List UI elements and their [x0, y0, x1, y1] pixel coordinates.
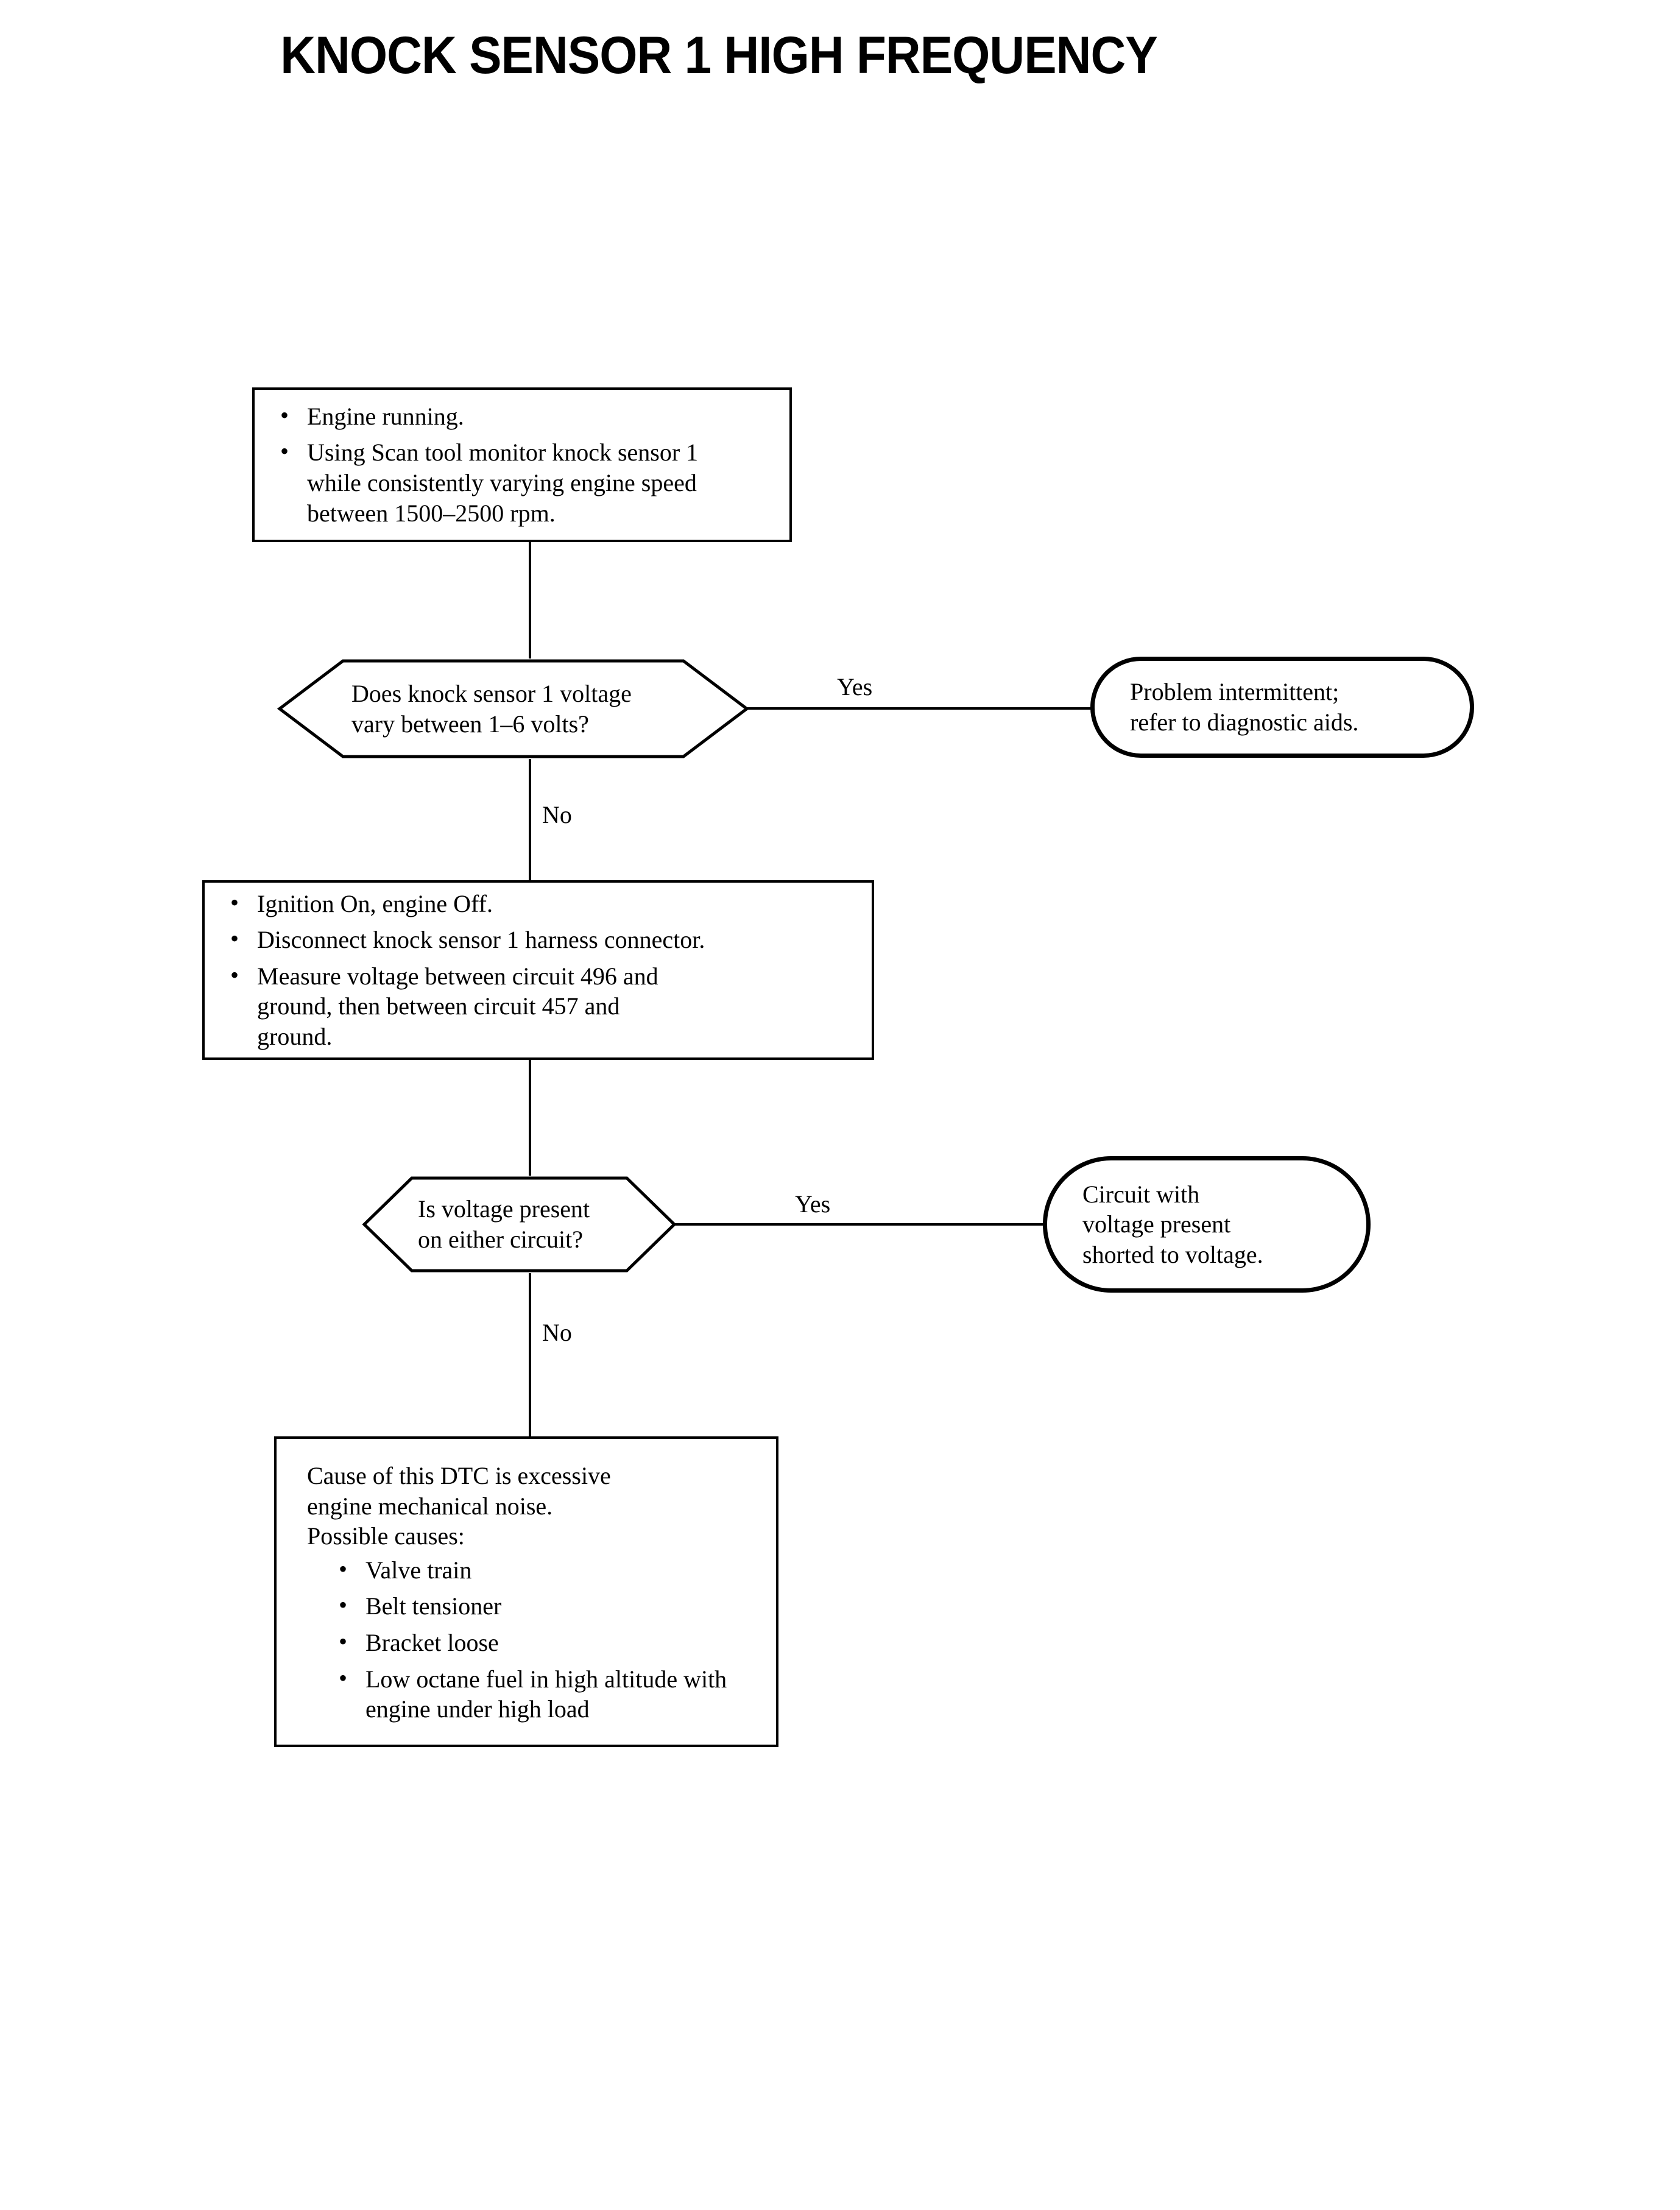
terminal2-label: Circuit with voltage present shorted to … [1047, 1179, 1278, 1270]
list-item: Using Scan tool monitor knock sensor 1 w… [273, 436, 771, 528]
decision1-line2: vary between 1–6 volts? [351, 710, 589, 738]
step1-bullet-list: Engine running. Using Scan tool monitor … [273, 400, 771, 528]
process-box-step1: Engine running. Using Scan tool monitor … [252, 387, 792, 542]
process-box-step2: Ignition On, engine Off. Disconnect knoc… [202, 880, 874, 1060]
connector-step2-to-decision2 [529, 1060, 531, 1176]
decision1-label: Does knock sensor 1 voltage vary between… [277, 679, 632, 739]
decision2-line1: Is voltage present [418, 1195, 590, 1223]
edge-label-yes-1: Yes [837, 673, 873, 701]
edge-label-no-1: No [542, 801, 572, 828]
page-title: KNOCK SENSOR 1 HIGH FREQUENCY [280, 26, 1157, 85]
connector-decision1-no [529, 759, 531, 880]
step3-intro-line2: engine mechanical noise. [307, 1492, 553, 1520]
step3-intro: Cause of this DTC is excessive engine me… [294, 1461, 759, 1552]
list-item: Bracket loose [331, 1626, 759, 1658]
terminal-shorted-to-voltage: Circuit with voltage present shorted to … [1043, 1156, 1371, 1293]
list-item: Valve train [331, 1554, 759, 1586]
decision1-line1: Does knock sensor 1 voltage [351, 679, 632, 707]
step3-cause-list: Valve train Belt tensioner Bracket loose… [294, 1554, 759, 1725]
decision2-label: Is voltage present on either circuit? [362, 1194, 590, 1254]
step3-intro-line3: Possible causes: [307, 1522, 465, 1550]
connector-step1-to-decision1 [529, 542, 531, 658]
edge-label-no-2: No [542, 1319, 572, 1346]
decision-hexagon-2: Is voltage present on either circuit? [362, 1176, 677, 1273]
step3-intro-line1: Cause of this DTC is excessive [307, 1462, 611, 1489]
step2-bullet-list: Ignition On, engine Off. Disconnect knoc… [223, 888, 853, 1052]
terminal-problem-intermittent: Problem intermittent; refer to diagnosti… [1090, 657, 1474, 758]
list-item: Belt tensioner [331, 1590, 759, 1622]
list-item: Measure voltage between circuit 496 and … [223, 960, 853, 1052]
terminal2-line3: shorted to voltage. [1082, 1240, 1263, 1268]
terminal1-label: Problem intermittent; refer to diagnosti… [1095, 677, 1373, 737]
edge-label-yes-2: Yes [795, 1190, 831, 1218]
decision2-line2: on either circuit? [418, 1226, 583, 1253]
list-item: Disconnect knock sensor 1 harness connec… [223, 923, 853, 955]
terminal1-line2: refer to diagnostic aids. [1130, 708, 1359, 736]
terminal2-line1: Circuit with [1082, 1180, 1200, 1208]
terminal1-line1: Problem intermittent; [1130, 678, 1339, 706]
terminal2-line2: voltage present [1082, 1210, 1231, 1238]
list-item: Engine running. [273, 400, 771, 432]
list-item: Low octane fuel in high altitude with en… [331, 1663, 759, 1725]
connector-decision2-yes [674, 1223, 1045, 1226]
list-item: Ignition On, engine Off. [223, 888, 853, 919]
decision-hexagon-1: Does knock sensor 1 voltage vary between… [277, 658, 750, 759]
process-box-step3: Cause of this DTC is excessive engine me… [274, 1436, 778, 1747]
connector-decision2-no [529, 1273, 531, 1436]
connector-decision1-yes [747, 707, 1094, 710]
